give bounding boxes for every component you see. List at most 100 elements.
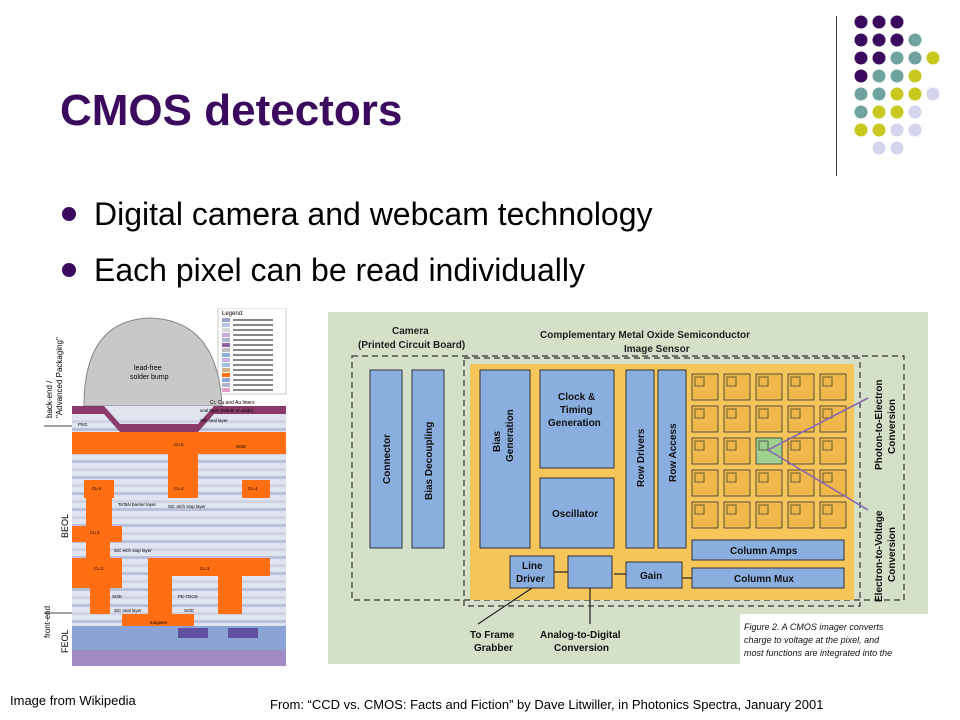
bump-label-1: lead-free — [134, 365, 162, 372]
svg-text:SOD: SOD — [236, 444, 247, 449]
solder-bump-shape — [83, 317, 223, 407]
svg-text:Cu 2: Cu 2 — [94, 566, 104, 571]
legend-swatch — [222, 348, 230, 352]
decorative-dot — [890, 51, 904, 65]
legend-swatch — [222, 343, 230, 347]
svg-text:Cu 2: Cu 2 — [200, 566, 210, 571]
legend-entry-line — [233, 324, 273, 326]
beol-label: BEOL — [60, 514, 70, 538]
bullet-list: Digital camera and webcam technology Eac… — [60, 192, 653, 304]
pixel-amplifier — [790, 376, 801, 387]
dielectric-layer — [72, 420, 286, 423]
decorative-dot — [872, 69, 886, 83]
pixel-cell — [819, 405, 847, 433]
sensor-label-1: Complementary Metal Oxide Semiconductor — [540, 330, 750, 341]
decorative-dot — [908, 51, 922, 65]
decorative-dot — [872, 33, 886, 47]
pixel-amplifier — [726, 408, 737, 419]
pixel-cell — [755, 501, 783, 529]
camera-label-1: Camera — [392, 326, 429, 337]
svg-text:Row Access: Row Access — [668, 423, 679, 482]
svg-text:Cu 5: Cu 5 — [174, 442, 184, 447]
pixel-cell — [787, 437, 815, 465]
legend-swatch — [222, 368, 230, 372]
pixel-cell — [819, 373, 847, 401]
pixel-cell — [723, 501, 751, 529]
dielectric-layer — [72, 500, 286, 503]
pixel-amplifier — [822, 408, 833, 419]
legend-swatch — [222, 328, 230, 332]
dielectric-layer — [72, 580, 286, 583]
pixel-cell — [691, 405, 719, 433]
svg-text:SiC etch stop layer: SiC etch stop layer — [114, 548, 152, 553]
svg-text:Cu 4: Cu 4 — [248, 486, 258, 491]
legend-swatch — [222, 388, 230, 392]
pixel-cell — [691, 501, 719, 529]
svg-text:Cu 4: Cu 4 — [174, 486, 184, 491]
legend-swatch — [222, 338, 230, 342]
pixel-cell — [819, 501, 847, 529]
camera-label-2: (Printed Circuit Board) — [358, 340, 465, 351]
pixel-cell — [691, 469, 719, 497]
image-credit-left: Image from Wikipedia — [10, 693, 136, 708]
legend-entry-line — [233, 354, 273, 356]
legend-entry-line — [233, 329, 273, 331]
svg-text:Photon-to-Electron: Photon-to-Electron — [874, 379, 885, 470]
legend-entry-line — [233, 359, 273, 361]
dielectric-layer — [72, 612, 286, 615]
pixel-amplifier — [694, 440, 705, 451]
decorative-dot — [926, 87, 940, 101]
decorative-dot — [908, 87, 922, 101]
pixel-cell — [723, 469, 751, 497]
decorative-dot — [890, 141, 904, 155]
feol-label: FEOL — [60, 629, 70, 653]
legend-entry-line — [233, 344, 273, 346]
svg-text:Figure 2. A CMOS imager conver: Figure 2. A CMOS imager converts — [744, 622, 884, 632]
svg-text:charge to voltage at the pixel: charge to voltage at the pixel, and — [744, 635, 880, 645]
pixel-amplifier — [758, 504, 769, 515]
pcb-blocks: Connector Bias Decoupling — [369, 369, 445, 549]
decorative-dot — [890, 15, 904, 29]
legend-entry-line — [233, 319, 273, 321]
legend-swatch — [222, 358, 230, 362]
legend-swatch — [222, 333, 230, 337]
legend-entry-line — [233, 384, 273, 386]
pixel-cell — [723, 373, 751, 401]
legend-swatch — [222, 323, 230, 327]
copper-interconnects — [72, 432, 286, 628]
sensor-label-2: Image Sensor — [624, 344, 690, 355]
svg-text:Conversion: Conversion — [887, 527, 898, 582]
decorative-dot — [890, 123, 904, 137]
svg-text:tungsten: tungsten — [150, 620, 168, 625]
svg-text:Cu 4: Cu 4 — [92, 486, 102, 491]
pixel-amplifier — [694, 376, 705, 387]
legend-swatch — [222, 353, 230, 357]
svg-text:SOD: SOD — [112, 594, 123, 599]
front-end-label: front-end — [43, 606, 52, 638]
back-end-label: back-end / — [45, 380, 54, 418]
svg-text:Gain: Gain — [640, 571, 662, 582]
legend-entry-line — [233, 374, 273, 376]
decorative-dot — [872, 51, 886, 65]
dielectric-layer — [72, 604, 286, 607]
connector-label: Connector — [382, 434, 393, 484]
dielectric-layer — [72, 508, 286, 511]
pixel-cell — [755, 405, 783, 433]
svg-text:Generation: Generation — [505, 409, 516, 462]
pixel-amplifier — [822, 472, 833, 483]
svg-text:Driver: Driver — [516, 574, 545, 585]
decorative-dot — [908, 33, 922, 47]
decorative-dot — [854, 33, 868, 47]
layer-labels: seal layer (nitride or oxide) SiN seal l… — [78, 408, 258, 625]
decorative-dot — [872, 87, 886, 101]
source-citation: From: “CCD vs. CMOS: Facts and Fiction” … — [270, 697, 824, 712]
pixel-cell — [787, 501, 815, 529]
decorative-dot — [872, 141, 886, 155]
decorative-dot — [890, 105, 904, 119]
signal-lines — [477, 571, 692, 625]
svg-text:Row Drivers: Row Drivers — [636, 428, 647, 487]
pixel-amplifier — [694, 504, 705, 515]
sensor-blocks: Bias Generation Clock & Timing Generatio… — [479, 369, 845, 589]
bump-label-2: solder bump — [130, 374, 169, 381]
decorative-dot-grid — [854, 15, 940, 155]
